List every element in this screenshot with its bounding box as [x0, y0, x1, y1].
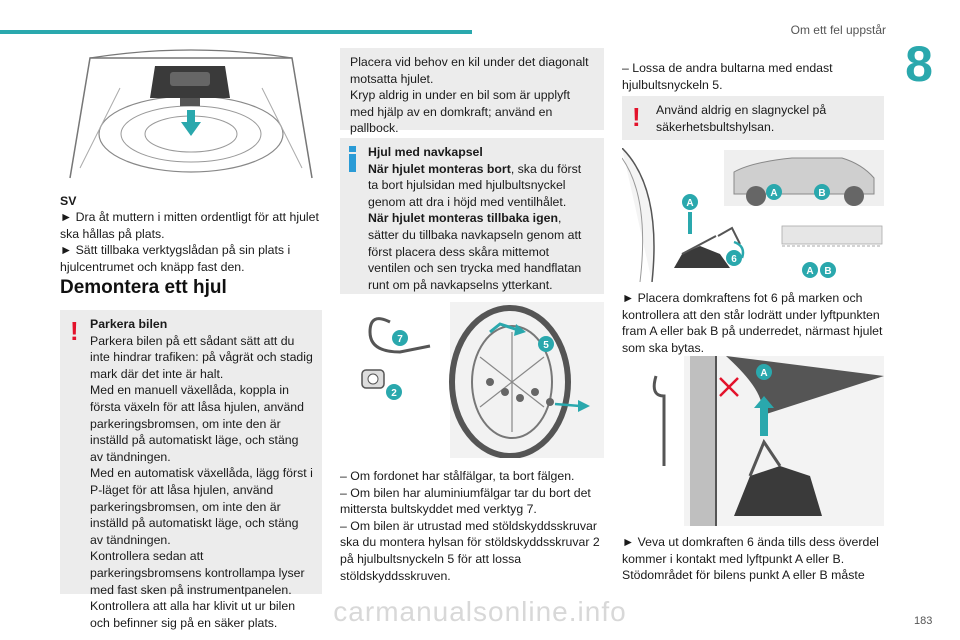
label-a-underbody: A [806, 266, 813, 277]
dash-anti-theft: – Om bilen är utrustad med stöldskyddssk… [340, 518, 600, 583]
warning-line-3: Med en automatisk växellåda, lägg först … [90, 466, 313, 547]
warning-icon: ! [70, 316, 79, 346]
page-number: 183 [914, 615, 933, 627]
advice-line-1: Placera vid behov en kil under det diago… [350, 55, 589, 86]
chapter-number: 8 [905, 36, 933, 92]
advice-box: Placera vid behov en kil under det diago… [340, 48, 604, 135]
label-5: 5 [543, 340, 549, 351]
warning-line-5: Kontrollera att alla har klivit ut ur bi… [90, 599, 296, 630]
right-step-1: ► Placera domkraftens fot 6 på marken oc… [622, 291, 883, 355]
warning-line-1: Parkera bilen på ett sådant sätt att du … [90, 333, 313, 381]
label-b-car: B [818, 188, 825, 199]
middle-dash-list: – Om fordonet har stålfälgar, ta bort fä… [340, 468, 604, 584]
info-removal: När hjulet monteras bort, ska du först t… [368, 161, 582, 209]
wheel-bolts-illustration: 7 2 5 [361, 302, 604, 458]
info-box-hubcap: Hjul med navkapsel När hjulet monteras b… [340, 138, 604, 294]
info-title: Hjul med navkapsel [368, 145, 483, 159]
header-accent-bar [0, 30, 472, 34]
info-icon [349, 146, 356, 172]
section-title: Om ett fel uppstår [790, 23, 886, 37]
warning-line-4: Kontrollera sedan att parkeringsbromsens… [90, 549, 305, 597]
left-column: SV ► Dra åt muttern i mitten ordentligt … [60, 48, 322, 276]
step-refit-toolbox: ► Sätt tillbaka verktygslådan på sin pla… [60, 243, 291, 274]
label-7: 7 [397, 334, 403, 345]
info-refit: När hjulet monteras tillbaka igen, sätte… [368, 211, 582, 292]
label-a-lift: A [760, 368, 767, 379]
label-2: 2 [391, 388, 397, 399]
label-a-jack: A [686, 198, 693, 209]
label-a-car: A [770, 188, 777, 199]
advice-line-2: Kryp aldrig in under en bil som är upply… [350, 88, 571, 136]
page-heading: Demontera ett hjul [60, 277, 227, 298]
jack-lift-illustration: A [652, 356, 884, 526]
warning-box-parking: ! Parkera bilen Parkera bilen på ett såd… [60, 310, 322, 630]
jack-placement-illustration: A 6 A B A B [622, 148, 884, 282]
dash-steel-rims: – Om fordonet har stålfälgar, ta bort fä… [340, 469, 575, 483]
sv-label: SV [60, 193, 77, 208]
step-tighten-nut: ► Dra åt muttern i mitten ordentligt för… [60, 210, 319, 241]
trunk-illustration [60, 48, 322, 182]
watermark: carmanualsonline.info [333, 596, 627, 627]
warning-box-impact-wrench: ! Använd aldrig en slagnyckel på säkerhe… [622, 96, 884, 140]
label-b-underbody: B [824, 266, 831, 277]
warning-title: Parkera bilen [90, 317, 168, 331]
right-step-2: ► Veva ut domkraften 6 ända tills dess ö… [622, 535, 879, 583]
label-6: 6 [731, 254, 737, 265]
warning-line-2: Med en manuell växellåda, koppla in förs… [90, 383, 304, 464]
warning-impact-text: Använd aldrig en slagnyckel på säkerhets… [656, 103, 827, 134]
warning-icon: ! [632, 102, 641, 132]
dash-alloy-rims: – Om bilen har aluminiumfälgar tar du bo… [340, 485, 591, 517]
right-intro: – Lossa de andra bultarna med endast hju… [622, 61, 833, 92]
